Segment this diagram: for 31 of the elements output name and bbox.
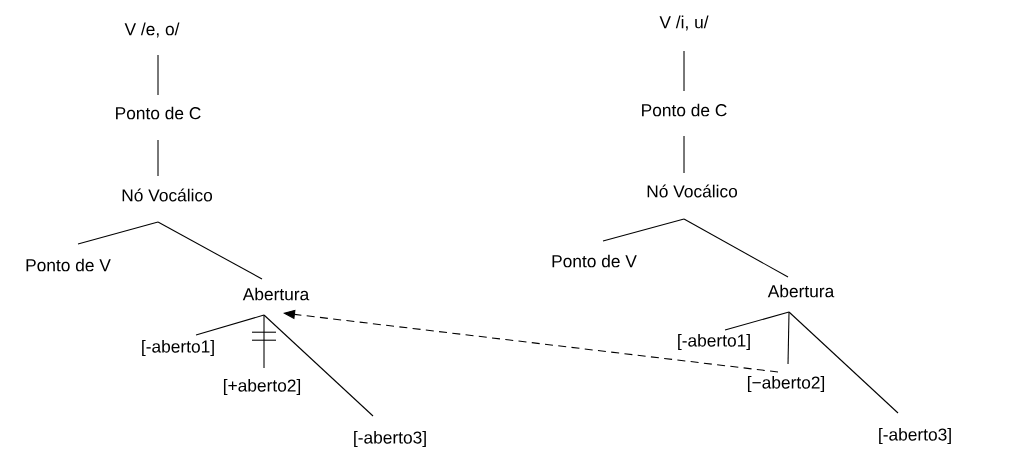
tree-branch xyxy=(157,221,263,280)
tree-node-label: V /e, o/ xyxy=(124,22,180,38)
tree-node-label: [−aberto2] xyxy=(747,375,825,393)
tree-branch xyxy=(157,139,159,177)
delinked-line xyxy=(251,314,277,369)
tree-branch xyxy=(724,311,790,331)
dashed-arrow xyxy=(283,309,779,373)
tree-branch xyxy=(788,311,899,414)
tree-branch xyxy=(683,218,789,278)
tree-node-label: [-aberto1] xyxy=(142,339,214,357)
tree-branch xyxy=(683,135,685,174)
tree-node-label: V /i, u/ xyxy=(659,15,709,31)
tree-branch xyxy=(787,311,790,365)
tree-branch xyxy=(263,314,374,417)
tree-node-label: Ponto de V xyxy=(552,254,637,268)
tree-branch xyxy=(77,221,159,245)
tree-node-label: Abertura xyxy=(242,287,310,301)
tree-node-label: [-aberto3] xyxy=(354,430,426,448)
tree-node-label: Abertura xyxy=(767,284,835,298)
tree-node-label: Nó Vocálico xyxy=(647,184,738,198)
tree-node-label: Ponto de V xyxy=(26,258,111,272)
tree-node-label: Ponto de C xyxy=(642,103,727,117)
tree-node-label: [-aberto3] xyxy=(879,427,951,445)
tree-node-label: [-aberto1] xyxy=(678,333,750,351)
tree-branch xyxy=(195,314,265,336)
tree-node-label: Ponto de C xyxy=(116,106,201,120)
tree-branch xyxy=(602,218,685,242)
tree-node-label: Nó Vocálico xyxy=(122,188,213,202)
tree-branch xyxy=(683,50,685,92)
tree-branch xyxy=(157,54,159,96)
tree-node-label: [+aberto2] xyxy=(223,378,301,396)
